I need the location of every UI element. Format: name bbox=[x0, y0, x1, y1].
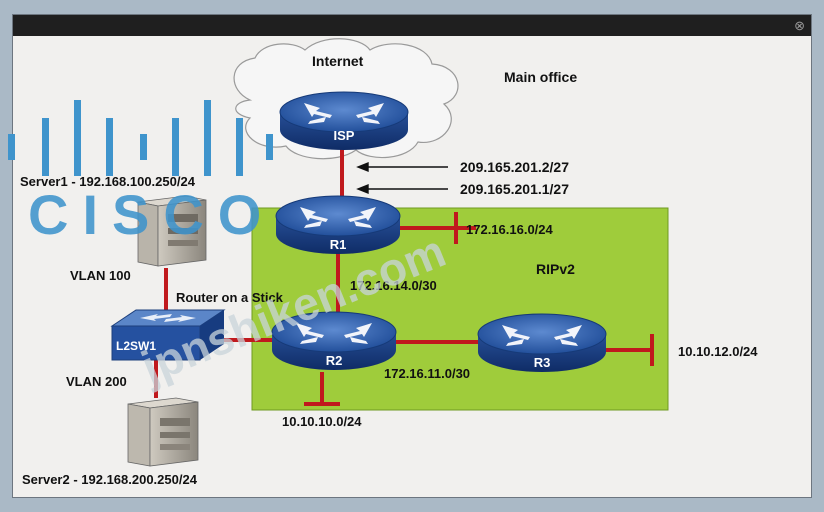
r3-lan-label: 10.10.12.0/24 bbox=[678, 344, 758, 359]
r1-r2-subnet-label: 172.16.14.0/30 bbox=[350, 278, 437, 293]
arrowhead-isp-side bbox=[356, 161, 369, 173]
server2-label: Server2 - 192.168.200.250/24 bbox=[22, 472, 198, 487]
title-bar: ⊗ bbox=[13, 15, 811, 36]
router-r3[interactable]: R3 bbox=[477, 313, 607, 372]
isp-side-ip-label: 209.165.201.2/27 bbox=[460, 159, 569, 175]
cisco-logo-text: CISCO bbox=[28, 183, 275, 246]
r2-r3-subnet-label: 172.16.11.0/30 bbox=[384, 366, 470, 381]
router-r1-label: R1 bbox=[330, 237, 347, 252]
vlan200-label: VLAN 200 bbox=[66, 374, 127, 389]
server1-icon[interactable] bbox=[137, 195, 207, 267]
cisco-logo: CISCO bbox=[8, 100, 275, 246]
close-icon[interactable]: ⊗ bbox=[794, 18, 805, 33]
vlan100-label: VLAN 100 bbox=[70, 268, 131, 283]
router-r2[interactable]: R2 bbox=[271, 311, 397, 370]
router-r3-label: R3 bbox=[534, 355, 551, 370]
r2-lan-label: 10.10.10.0/24 bbox=[282, 414, 362, 429]
router-isp[interactable]: ISP bbox=[279, 91, 409, 150]
main-office-label: Main office bbox=[504, 69, 577, 85]
ripv2-label: RIPv2 bbox=[536, 261, 575, 277]
router-on-stick-label: Router on a Stick bbox=[176, 290, 284, 305]
server1-label: Server1 - 192.168.100.250/24 bbox=[20, 174, 196, 189]
r1-lan-label: 172.16.16.0/24 bbox=[466, 222, 554, 237]
router-isp-label: ISP bbox=[334, 128, 355, 143]
arrows bbox=[356, 161, 448, 195]
internet-label: Internet bbox=[312, 53, 364, 69]
router-r1[interactable]: R1 bbox=[275, 195, 401, 254]
switch-l2sw1[interactable]: L2SW1 bbox=[110, 309, 226, 361]
arrowhead-r1-side bbox=[356, 183, 369, 195]
links bbox=[154, 140, 654, 406]
r1-side-ip-label: 209.165.201.1/27 bbox=[460, 181, 569, 197]
switch-label: L2SW1 bbox=[116, 339, 156, 353]
server2-icon[interactable] bbox=[127, 397, 199, 467]
router-r2-label: R2 bbox=[326, 353, 343, 368]
